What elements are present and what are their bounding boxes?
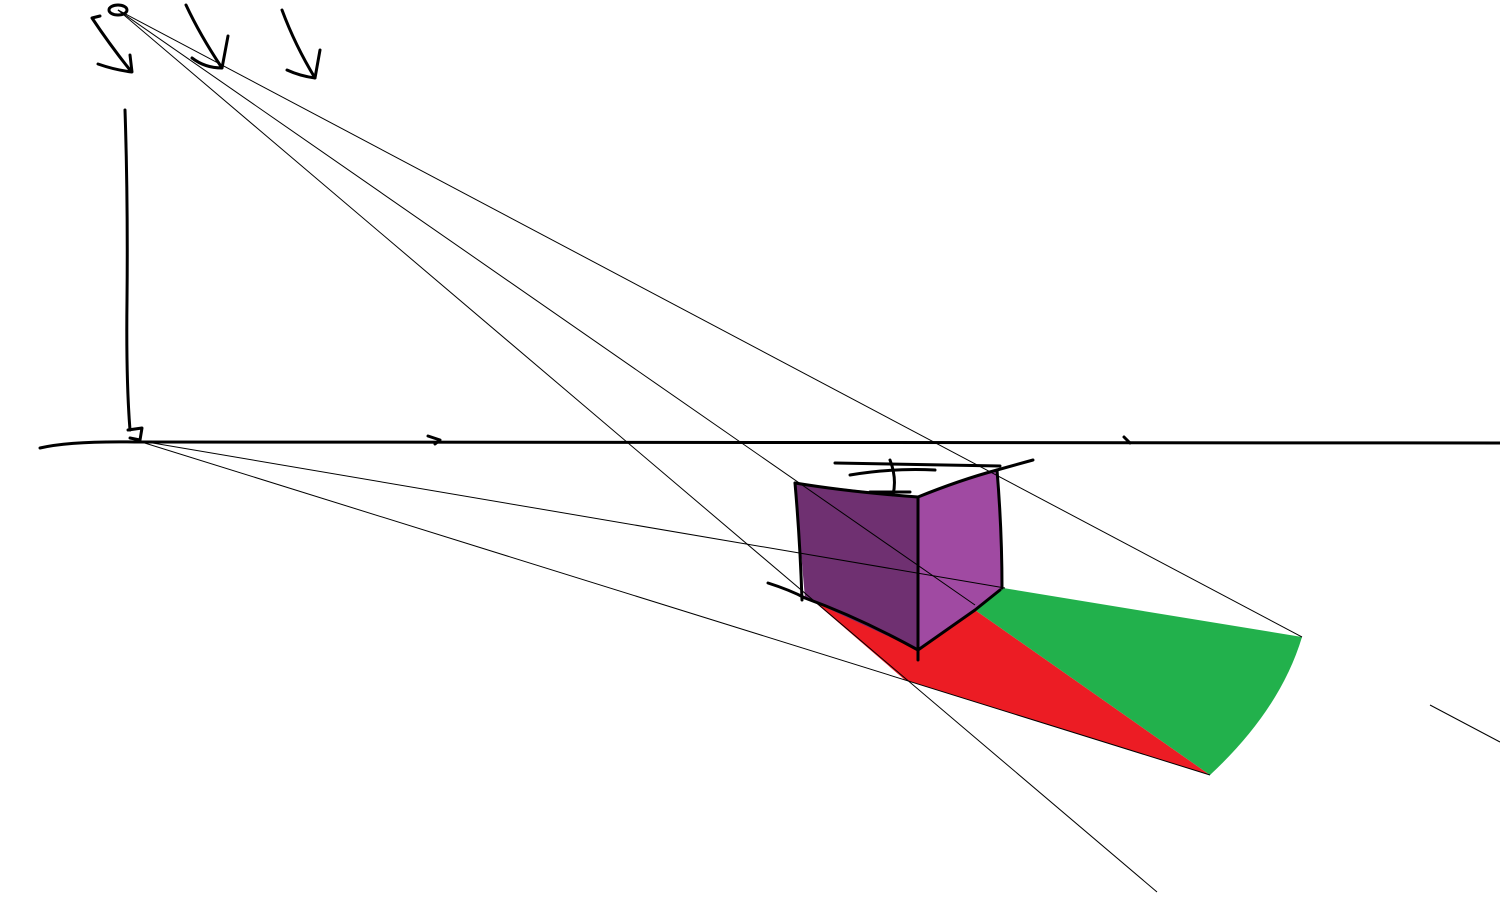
- ray-line-3: [117, 9, 976, 606]
- vp-line-2: [134, 439, 1211, 776]
- box-left-edge: [793, 481, 804, 602]
- shadow-red: [810, 598, 1210, 775]
- horizon-mark-1: [426, 434, 442, 446]
- box-back-top-edge: [833, 461, 1002, 477]
- box-left-face: [795, 483, 918, 650]
- box-right-face: [918, 470, 1003, 650]
- box-bottom-edge: [766, 581, 1002, 652]
- ray-line-2: [117, 9, 1158, 893]
- vp-line-1: [134, 439, 1006, 589]
- arrow-icon-2: [184, 3, 230, 70]
- horizon-line: [38, 440, 1500, 450]
- vanishing-point: [126, 426, 144, 442]
- horizon-mark-2: [1122, 435, 1132, 445]
- box-right-edge: [995, 468, 1004, 590]
- shadow-green: [975, 588, 1302, 775]
- ray-line-1: [117, 9, 1303, 638]
- projection-lines: [117, 9, 1500, 893]
- light-pole: [123, 108, 132, 432]
- arrow-icon-3: [280, 8, 322, 80]
- arrow-icon-1: [90, 14, 134, 74]
- box-top-tick: [868, 458, 912, 497]
- light-source-icon: [107, 3, 129, 17]
- stray-line: [1429, 704, 1500, 743]
